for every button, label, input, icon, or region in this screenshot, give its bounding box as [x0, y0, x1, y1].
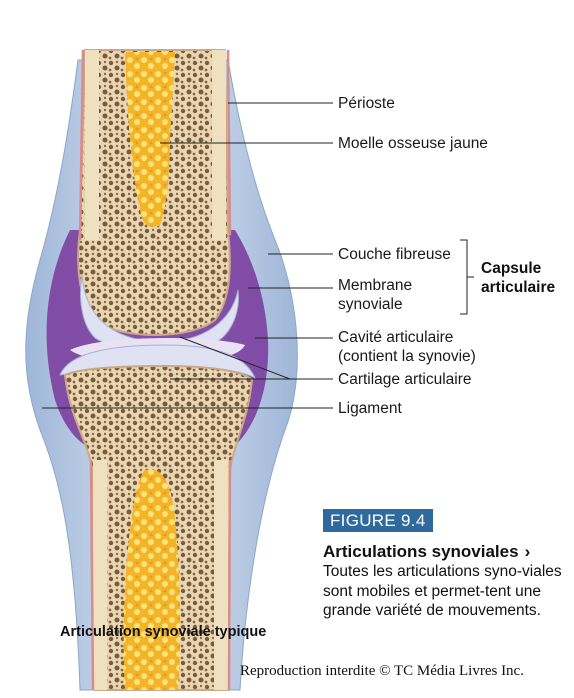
label-fibrous-layer: Couche fibreuse — [338, 246, 451, 263]
lower-marrow-shape — [123, 469, 181, 690]
figure-title-text: Articulations synoviales — [323, 542, 519, 561]
label-yellow-marrow: Moelle osseuse jaune — [338, 135, 488, 152]
upper-cartilage-shape — [80, 274, 239, 352]
copyright-notice: Reproduction interdite © TC Média Livres… — [240, 663, 524, 679]
upper-compact-bone-left — [85, 50, 99, 240]
leader-lines — [42, 102, 474, 409]
lower-compact-bone-right — [214, 460, 228, 690]
label-ligament: Ligament — [338, 400, 402, 417]
periosteum-line-left — [78, 49, 85, 241]
leader-cartilage-a — [179, 336, 291, 380]
figure-number-badge: FIGURE 9.4 — [323, 509, 433, 532]
lower-compact-bone-left — [93, 460, 107, 690]
label-articular-cartilage: Cartilage articulaire — [338, 371, 472, 388]
periosteum-line-lower-left — [89, 459, 95, 691]
figure-caption: Articulation synoviale typique — [60, 624, 267, 640]
label-periosteum: Périoste — [338, 95, 395, 112]
label-synovial-membrane: Membrane synoviale — [338, 277, 413, 313]
upper-compact-bone-right — [212, 50, 226, 240]
figure-title: Articulations synoviales › — [323, 541, 530, 562]
upper-marrow-shape — [125, 52, 175, 227]
label-joint-cavity: Cavité articulaire (contient la synovie) — [338, 329, 476, 365]
periosteum-line-lower-right — [227, 459, 232, 691]
label-capsule: Capsule articulaire — [481, 260, 556, 296]
chevron-right-icon: › — [524, 542, 531, 561]
figure-description: Toutes les articulations syno-viales son… — [323, 563, 562, 619]
